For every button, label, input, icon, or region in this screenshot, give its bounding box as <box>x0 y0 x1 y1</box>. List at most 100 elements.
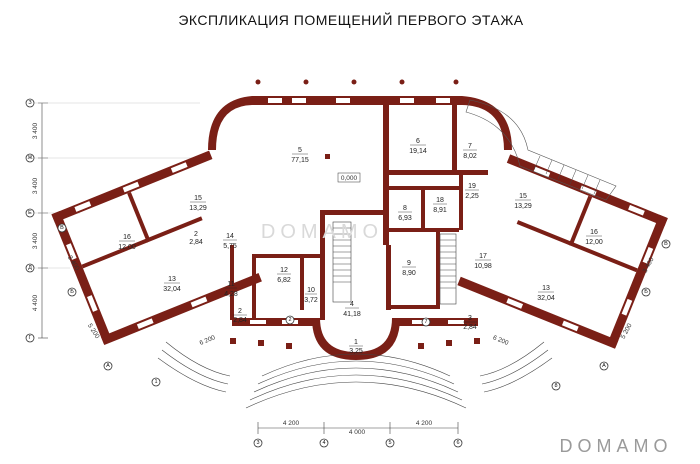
svg-text:12,00: 12,00 <box>118 244 136 251</box>
dim-wr-3: 6 200 <box>492 334 510 347</box>
axis-wl-v: В <box>60 225 64 231</box>
svg-text:32,04: 32,04 <box>537 295 555 302</box>
axis-bottom-6: 6 <box>456 440 459 446</box>
svg-text:2: 2 <box>238 308 242 315</box>
svg-text:6: 6 <box>416 138 420 145</box>
svg-text:5: 5 <box>298 147 302 154</box>
room-label: 188,91 <box>433 197 447 214</box>
column-dots <box>255 79 459 85</box>
room-label: 441,18 <box>343 301 361 318</box>
front-steps <box>157 341 553 409</box>
svg-text:8,02: 8,02 <box>463 153 477 160</box>
dim-bottom-2: 4 000 <box>349 429 366 436</box>
axis-wr-a: А <box>602 363 606 369</box>
axis-left-z: З <box>28 100 32 106</box>
axis-markers-misc: 1 2 7 8 <box>151 315 561 391</box>
stair-right <box>439 233 457 305</box>
svg-text:2,25: 2,25 <box>465 193 479 200</box>
svg-text:41,18: 41,18 <box>343 311 361 318</box>
svg-text:13,29: 13,29 <box>514 203 532 210</box>
axis-1: 1 <box>154 379 157 385</box>
svg-text:2,84: 2,84 <box>233 317 247 324</box>
room-label: 17 10,98 <box>474 253 492 270</box>
left-dimension-lower: 4 400 <box>32 268 48 339</box>
dim-left-1: 3 400 <box>32 122 39 139</box>
svg-text:2,84: 2,84 <box>189 239 203 246</box>
dim-bottom-1: 4 200 <box>283 420 300 427</box>
svg-text:1: 1 <box>354 339 358 346</box>
axis-markers-left: З Ж Е Д Г <box>25 98 35 343</box>
svg-text:6,93: 6,93 <box>398 215 412 222</box>
dim-bottom-3: 4 200 <box>416 420 433 427</box>
axis-wr-v: В <box>664 241 668 247</box>
plan-title: ЭКСПЛИКАЦИЯ ПОМЕЩЕНИЙ ПЕРВОГО ЭТАЖА <box>178 11 523 28</box>
svg-text:16: 16 <box>590 229 598 236</box>
room-label: 32,84 <box>463 315 477 331</box>
axis-bottom-3: 3 <box>256 440 259 446</box>
dim-left-2: 3 400 <box>32 177 39 194</box>
svg-text:2: 2 <box>194 231 198 238</box>
svg-text:8,90: 8,90 <box>402 270 416 277</box>
svg-text:10: 10 <box>307 287 315 294</box>
svg-text:4,28: 4,28 <box>224 291 238 298</box>
dim-wl-3: 6 200 <box>199 334 217 347</box>
stair-exterior-right <box>465 99 617 201</box>
axis-7: 7 <box>424 319 427 325</box>
room-label: 22,84 <box>233 308 247 324</box>
svg-text:2,84: 2,84 <box>463 324 477 331</box>
room-label: 78,02 <box>463 143 477 160</box>
room-label: 15 13,29 <box>514 193 532 210</box>
axis-wl-a: А <box>106 363 110 369</box>
room-label: 16 12,00 <box>118 234 136 251</box>
room-label: 15 13,29 <box>189 195 207 212</box>
svg-text:9: 9 <box>407 260 411 267</box>
axis-left-d: Д <box>28 265 32 271</box>
svg-text:3,25: 3,25 <box>349 348 363 355</box>
svg-text:3,72: 3,72 <box>304 297 318 304</box>
svg-text:6,82: 6,82 <box>277 277 291 284</box>
axis-2: 2 <box>288 317 291 323</box>
svg-text:15: 15 <box>519 193 527 200</box>
axis-bottom-5: 5 <box>388 440 391 446</box>
svg-text:13,29: 13,29 <box>189 205 207 212</box>
watermark-center: DOMAMO <box>261 221 383 243</box>
svg-text:8: 8 <box>403 205 407 212</box>
axis-left-zh: Ж <box>27 155 32 161</box>
svg-text:12: 12 <box>280 267 288 274</box>
svg-text:16: 16 <box>123 234 131 241</box>
svg-text:7: 7 <box>468 143 472 150</box>
axis-left-e: Е <box>28 210 32 216</box>
svg-text:10,98: 10,98 <box>474 263 492 270</box>
room-label: 86,93 <box>398 205 412 222</box>
left-dimension-chain: 3 400 3 400 3 400 <box>32 102 210 269</box>
room-label: 98,90 <box>402 260 416 277</box>
bottom-dimension-chain: 4 200 4 000 4 200 3 4 5 6 <box>253 420 463 448</box>
room-label: 145,75 <box>223 233 237 250</box>
watermark-corner: DOMAMO <box>560 436 673 456</box>
svg-text:17: 17 <box>479 253 487 260</box>
axis-wr-b: Б <box>644 289 648 295</box>
svg-text:15: 15 <box>194 195 202 202</box>
room-label: 13,25 <box>349 339 363 355</box>
room-label: 114,28 <box>224 281 238 298</box>
room-label: 126,82 <box>277 267 291 284</box>
axis-left-g: Г <box>29 335 32 341</box>
room-label: 619,14 <box>409 138 427 155</box>
axis-wl-b: Б <box>70 289 74 295</box>
stair-center <box>332 221 352 303</box>
room-label: 192,25 <box>465 183 479 200</box>
level-mark: 0,000 <box>341 175 358 182</box>
svg-text:19: 19 <box>468 183 476 190</box>
axis-8: 8 <box>554 383 557 389</box>
room-labels: 13,25 22,84 22,84 32,84 441,18 577,15 61… <box>118 138 603 355</box>
svg-text:3: 3 <box>468 315 472 322</box>
svg-text:11: 11 <box>227 281 234 288</box>
svg-text:5,75: 5,75 <box>223 243 237 250</box>
svg-text:8,91: 8,91 <box>433 207 447 214</box>
svg-text:14: 14 <box>226 233 234 240</box>
svg-text:4: 4 <box>350 301 354 308</box>
